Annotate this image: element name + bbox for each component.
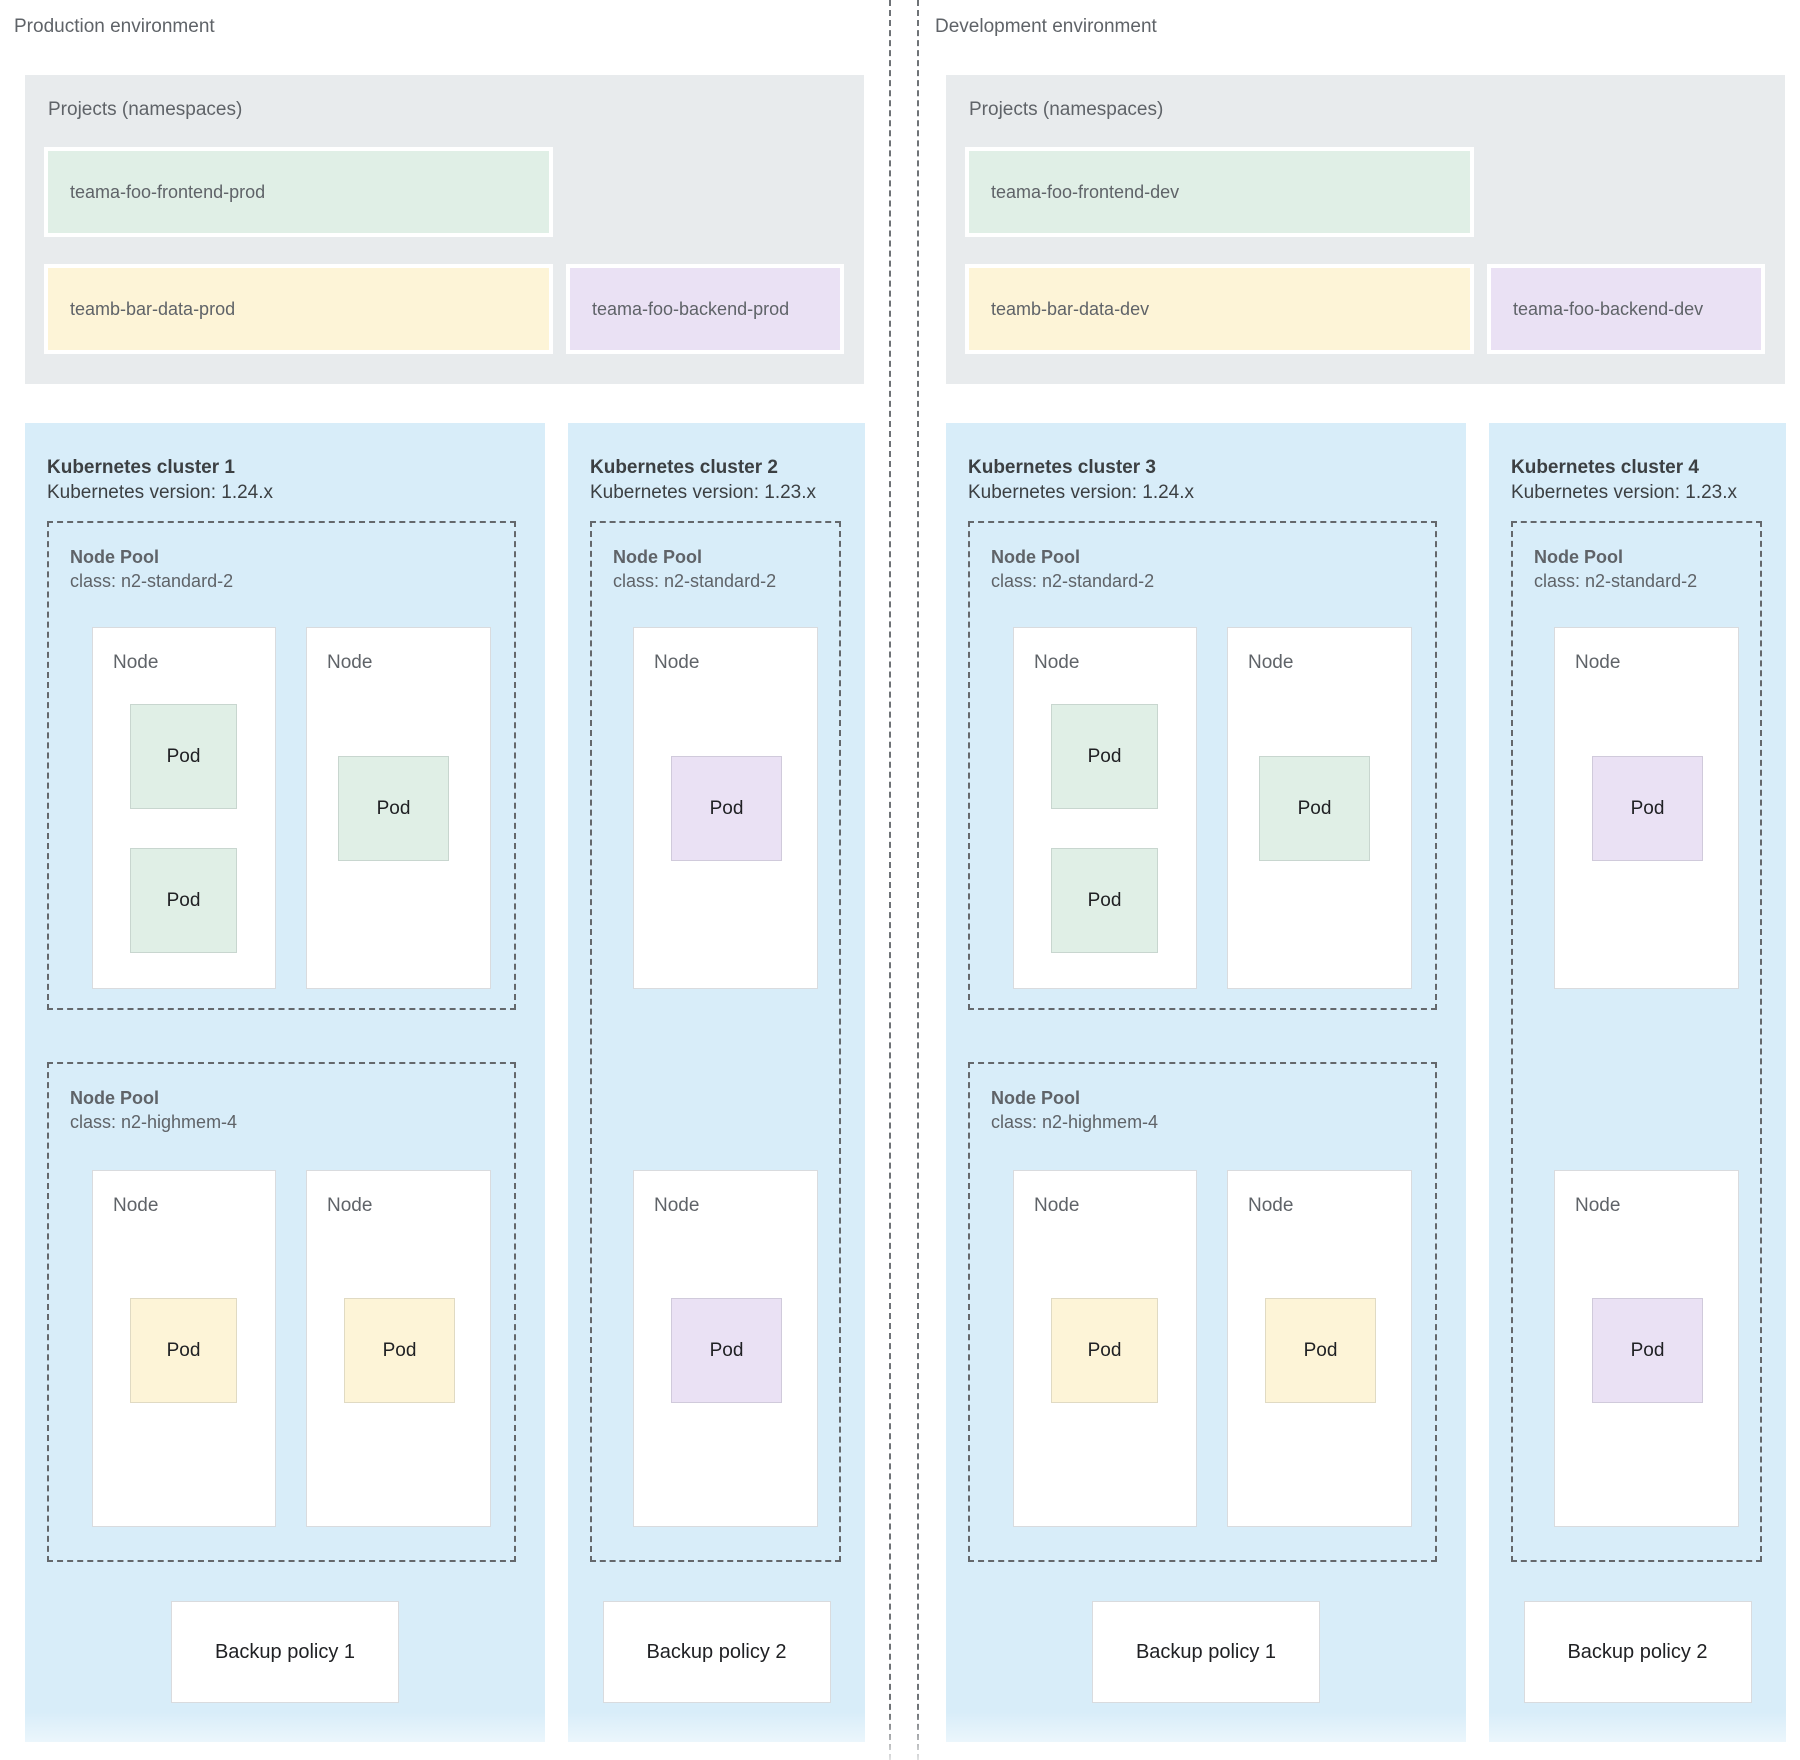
project-frontend: teama-foo-frontend-prod xyxy=(44,147,553,237)
environment-label: Development environment xyxy=(935,16,1157,37)
node-pool-header: Node Pool class: n2-highmem-4 xyxy=(991,1086,1158,1134)
project-data: teamb-bar-data-dev xyxy=(965,264,1474,354)
node-box: Node Pod xyxy=(1554,627,1739,989)
node-label: Node xyxy=(1034,652,1080,673)
node-pool-class: class: n2-standard-2 xyxy=(70,571,234,591)
pod-box: Pod xyxy=(130,704,237,809)
node-pool-standard-box: Node Pool class: n2-standard-2 Node Pod … xyxy=(590,521,841,1562)
kubernetes-cluster-4-box: Kubernetes cluster 4 Kubernetes version:… xyxy=(1489,423,1786,1742)
cluster-title: Kubernetes cluster 3 xyxy=(968,457,1156,478)
pod-box: Pod xyxy=(1051,848,1158,953)
pod-box: Pod xyxy=(338,756,449,861)
node-label: Node xyxy=(113,652,159,673)
node-box: Node Pod Pod xyxy=(1013,627,1197,989)
node-pool-header: Node Pool class: n2-highmem-4 xyxy=(70,1086,237,1134)
node-pool-class: class: n2-highmem-4 xyxy=(991,1112,1159,1132)
cluster-version: Kubernetes version: 1.24.x xyxy=(968,482,1195,503)
kubernetes-cluster-3-box: Kubernetes cluster 3 Kubernetes version:… xyxy=(946,423,1466,1742)
projects-title: Projects (namespaces) xyxy=(969,99,1164,120)
node-box: Node Pod xyxy=(633,1170,818,1527)
node-label: Node xyxy=(1575,652,1621,673)
node-pool-highmem-box: Node Pool class: n2-highmem-4 Node Pod N… xyxy=(47,1062,516,1562)
node-pool-header: Node Pool class: n2-standard-2 xyxy=(1534,545,1697,593)
cluster-header: Kubernetes cluster 3 Kubernetes version:… xyxy=(968,455,1194,505)
node-pool-header: Node Pool class: n2-standard-2 xyxy=(70,545,233,593)
pod-box: Pod xyxy=(1265,1298,1376,1403)
pod-box: Pod xyxy=(1592,1298,1703,1403)
cluster-title: Kubernetes cluster 2 xyxy=(590,457,778,478)
node-box: Node Pod xyxy=(306,1170,491,1527)
pod-box: Pod xyxy=(671,756,782,861)
pod-box: Pod xyxy=(1259,756,1370,861)
environment-divider-line xyxy=(917,0,919,1760)
backup-policy-box: Backup policy 2 xyxy=(1523,1601,1752,1703)
node-label: Node xyxy=(654,652,700,673)
projects-title: Projects (namespaces) xyxy=(48,99,243,120)
node-box: Node Pod xyxy=(1227,627,1412,989)
kubernetes-cluster-1-box: Kubernetes cluster 1 Kubernetes version:… xyxy=(25,423,545,1742)
environment-divider-line xyxy=(889,0,891,1760)
node-pool-header: Node Pool class: n2-standard-2 xyxy=(613,545,776,593)
node-pool-title: Node Pool xyxy=(991,547,1080,567)
node-label: Node xyxy=(327,652,373,673)
node-pool-highmem-box: Node Pool class: n2-highmem-4 Node Pod N… xyxy=(968,1062,1437,1562)
pod-box: Pod xyxy=(130,848,237,953)
pod-box: Pod xyxy=(130,1298,237,1403)
environment-label: Production environment xyxy=(14,16,215,37)
node-pool-class: class: n2-highmem-4 xyxy=(70,1112,238,1132)
node-label: Node xyxy=(1034,1195,1080,1216)
project-data: teamb-bar-data-prod xyxy=(44,264,553,354)
pod-box: Pod xyxy=(344,1298,455,1403)
node-pool-class: class: n2-standard-2 xyxy=(1534,571,1698,591)
node-pool-title: Node Pool xyxy=(991,1088,1080,1108)
node-box: Node Pod xyxy=(1227,1170,1412,1527)
node-label: Node xyxy=(113,1195,159,1216)
pod-box: Pod xyxy=(1051,1298,1158,1403)
project-backend: teama-foo-backend-prod xyxy=(566,264,844,354)
node-pool-standard-box: Node Pool class: n2-standard-2 Node Pod … xyxy=(968,521,1437,1010)
node-box: Node Pod xyxy=(92,1170,276,1527)
project-frontend: teama-foo-frontend-dev xyxy=(965,147,1474,237)
cluster-version: Kubernetes version: 1.24.x xyxy=(47,482,274,503)
kubernetes-cluster-2-box: Kubernetes cluster 2 Kubernetes version:… xyxy=(568,423,865,1742)
node-box: Node Pod xyxy=(1013,1170,1197,1527)
projects-namespaces-box: Projects (namespaces) teama-foo-frontend… xyxy=(946,75,1785,384)
node-pool-class: class: n2-standard-2 xyxy=(613,571,777,591)
backup-policy-box: Backup policy 2 xyxy=(602,1601,831,1703)
node-pool-title: Node Pool xyxy=(70,1088,159,1108)
cluster-version: Kubernetes version: 1.23.x xyxy=(590,482,817,503)
backup-policy-box: Backup policy 1 xyxy=(1092,1601,1320,1703)
node-label: Node xyxy=(1575,1195,1621,1216)
cluster-header: Kubernetes cluster 4 Kubernetes version:… xyxy=(1511,455,1737,505)
production-environment: Production environment Projects (namespa… xyxy=(0,0,879,1760)
cluster-version: Kubernetes version: 1.23.x xyxy=(1511,482,1738,503)
node-box: Node Pod xyxy=(306,627,491,989)
node-pool-title: Node Pool xyxy=(70,547,159,567)
cluster-title: Kubernetes cluster 1 xyxy=(47,457,235,478)
node-label: Node xyxy=(1248,652,1294,673)
backup-policy-box: Backup policy 1 xyxy=(171,1601,399,1703)
node-box: Node Pod xyxy=(633,627,818,989)
cluster-header: Kubernetes cluster 2 Kubernetes version:… xyxy=(590,455,816,505)
node-label: Node xyxy=(654,1195,700,1216)
pod-box: Pod xyxy=(1051,704,1158,809)
project-backend: teama-foo-backend-dev xyxy=(1487,264,1765,354)
node-box: Node Pod Pod xyxy=(92,627,276,989)
node-pool-standard-box: Node Pool class: n2-standard-2 Node Pod … xyxy=(1511,521,1762,1562)
node-pool-standard-box: Node Pool class: n2-standard-2 Node Pod … xyxy=(47,521,516,1010)
pod-box: Pod xyxy=(671,1298,782,1403)
projects-namespaces-box: Projects (namespaces) teama-foo-frontend… xyxy=(25,75,864,384)
development-environment: Development environment Projects (namesp… xyxy=(921,0,1800,1760)
node-label: Node xyxy=(327,1195,373,1216)
pod-box: Pod xyxy=(1592,756,1703,861)
cluster-header: Kubernetes cluster 1 Kubernetes version:… xyxy=(47,455,273,505)
node-box: Node Pod xyxy=(1554,1170,1739,1527)
node-label: Node xyxy=(1248,1195,1294,1216)
node-pool-class: class: n2-standard-2 xyxy=(991,571,1155,591)
cluster-title: Kubernetes cluster 4 xyxy=(1511,457,1699,478)
node-pool-title: Node Pool xyxy=(1534,547,1623,567)
node-pool-header: Node Pool class: n2-standard-2 xyxy=(991,545,1154,593)
node-pool-title: Node Pool xyxy=(613,547,702,567)
